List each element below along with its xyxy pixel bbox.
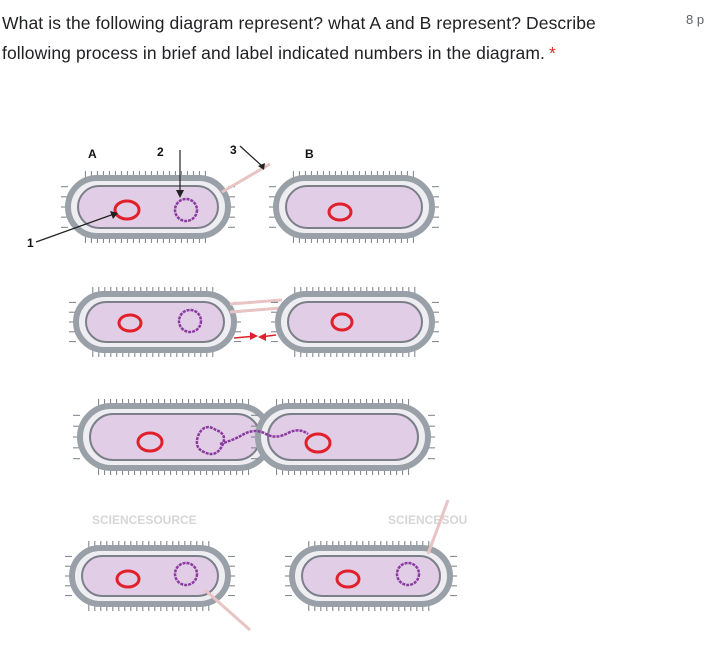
label-1: 1 <box>27 236 34 250</box>
required-marker: * <box>549 43 556 63</box>
cell-b-row2 <box>271 287 439 357</box>
points-label: 8 p <box>686 12 704 27</box>
cell-b-row4 <box>285 499 457 611</box>
plasmid <box>173 197 199 223</box>
pulling-arrows <box>233 332 277 341</box>
bacterial-conjugation-diagram: A 2 3 B 1 SCIENCESOURCE SCIEN <box>27 143 467 632</box>
cell-b-row3 <box>251 399 435 475</box>
label-2: 2 <box>157 145 164 159</box>
plasmid <box>173 561 199 587</box>
chromosome <box>335 569 361 589</box>
question-title: What is the following diagram represent?… <box>2 8 662 68</box>
label-3: 3 <box>230 143 237 157</box>
pilus <box>229 298 283 306</box>
cell-a-row2 <box>69 287 241 357</box>
plasmid <box>195 425 226 456</box>
cell-b-row1 <box>269 171 439 243</box>
chromosome <box>113 199 141 221</box>
label-a: A <box>88 147 97 161</box>
cell-a-row4 <box>65 541 251 632</box>
question-text: What is the following diagram represent?… <box>2 13 596 63</box>
chromosome <box>304 432 332 454</box>
pointer-1 <box>35 213 115 243</box>
watermark-left: SCIENCESOURCE <box>92 513 197 527</box>
pilus <box>426 499 450 555</box>
cell-a-row1 <box>61 162 271 243</box>
chromosome <box>136 431 164 453</box>
chromosome <box>330 312 354 332</box>
pilus <box>204 588 251 632</box>
transferring-dna <box>219 429 309 446</box>
pilus <box>229 306 283 314</box>
label-b: B <box>305 147 314 161</box>
plasmid <box>177 308 203 334</box>
plasmid <box>395 561 421 587</box>
chromosome <box>327 202 353 222</box>
chromosome <box>115 569 141 589</box>
pointer-3 <box>239 145 263 167</box>
pilus <box>221 162 271 194</box>
chromosome <box>117 313 143 333</box>
cell-a-row3 <box>73 399 277 475</box>
watermark-right: SCIENCESOU <box>388 513 467 527</box>
